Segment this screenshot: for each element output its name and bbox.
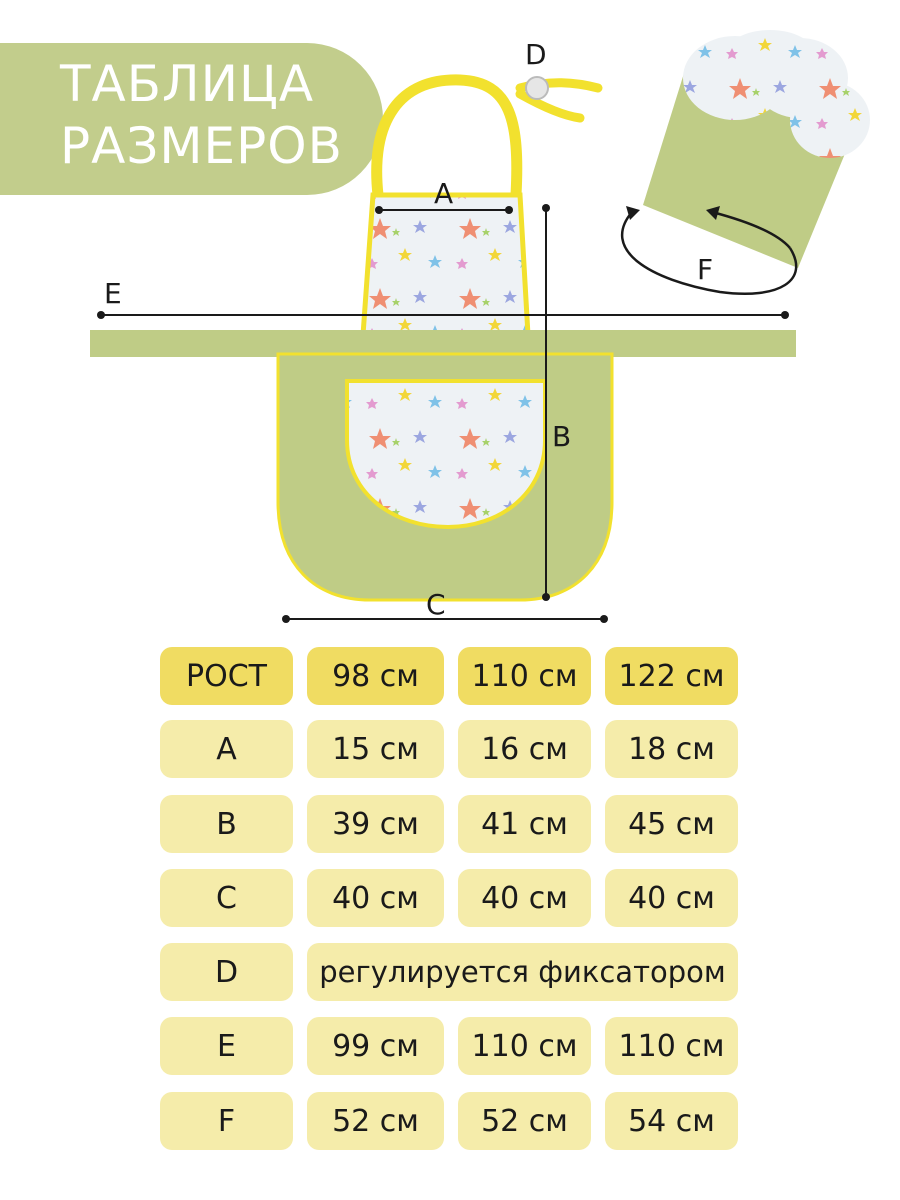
table-cell: 18 см xyxy=(605,720,738,778)
row-label-b: B xyxy=(160,795,293,853)
table-cell: 52 см xyxy=(307,1092,444,1150)
table-cell-merged: регулируется фиксатором xyxy=(307,943,738,1001)
row-label-c: C xyxy=(160,869,293,927)
apron-pocket-icon xyxy=(345,379,547,530)
table-header-122: 122 см xyxy=(605,647,738,705)
table-header-height: РОСТ xyxy=(160,647,293,705)
table-cell: 52 см xyxy=(458,1092,591,1150)
table-cell: 39 см xyxy=(307,795,444,853)
title-banner xyxy=(0,43,383,195)
row-label-d: D xyxy=(160,943,293,1001)
table-cell: 41 см xyxy=(458,795,591,853)
table-cell: 16 см xyxy=(458,720,591,778)
table-cell: 110 см xyxy=(458,1017,591,1075)
dimension-label-f: F xyxy=(697,253,713,286)
dimension-label-d: D xyxy=(525,38,547,71)
neck-strap-icon xyxy=(371,74,523,196)
table-header-98: 98 см xyxy=(307,647,444,705)
dimension-label-a: A xyxy=(434,177,453,210)
row-label-a: A xyxy=(160,720,293,778)
dimension-label-c: C xyxy=(426,588,446,621)
dimension-label-b: B xyxy=(552,420,571,453)
table-header-110: 110 см xyxy=(458,647,591,705)
row-label-e: E xyxy=(160,1017,293,1075)
table-cell: 99 см xyxy=(307,1017,444,1075)
page-title-line-1: ТАБЛИЦА xyxy=(60,55,315,113)
strap-clip-icon xyxy=(525,76,549,100)
dimension-label-e: E xyxy=(104,277,122,310)
table-cell: 40 см xyxy=(605,869,738,927)
table-cell: 40 см xyxy=(307,869,444,927)
table-cell: 40 см xyxy=(458,869,591,927)
table-cell: 54 см xyxy=(605,1092,738,1150)
page-title-line-2: РАЗМЕРОВ xyxy=(60,117,343,175)
table-cell: 45 см xyxy=(605,795,738,853)
row-label-f: F xyxy=(160,1092,293,1150)
table-cell: 110 см xyxy=(605,1017,738,1075)
apron-illustration: A B C D E F xyxy=(90,30,870,623)
chef-hat-icon xyxy=(643,30,870,268)
table-cell: 15 см xyxy=(307,720,444,778)
